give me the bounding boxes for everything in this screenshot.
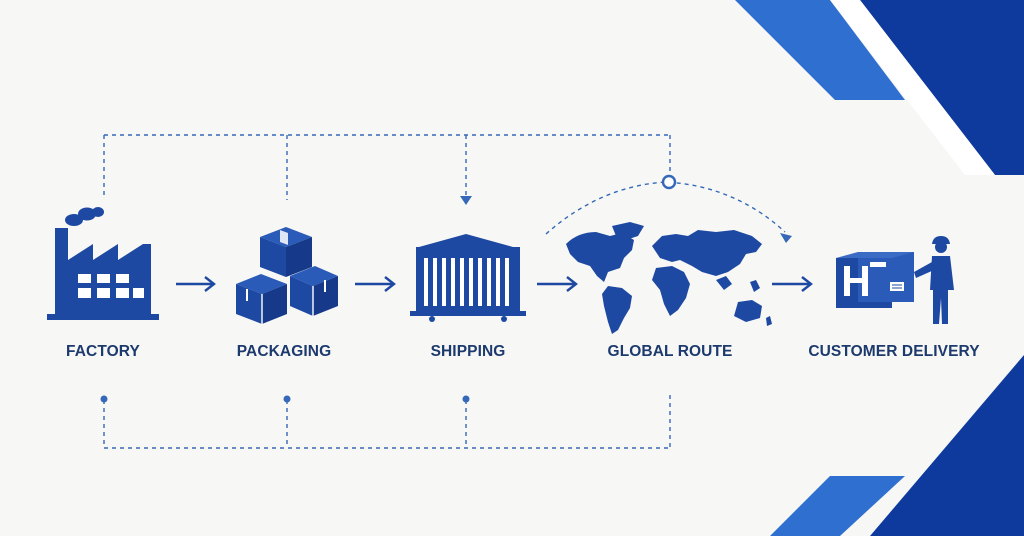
delivery-person xyxy=(914,236,954,324)
top-connector-lines xyxy=(103,134,786,235)
arrow-right-icon xyxy=(772,276,813,292)
delivery-person-icon xyxy=(836,236,954,324)
step-label-shipping: SHIPPING xyxy=(430,343,506,360)
box-left xyxy=(236,274,287,324)
delivery-box xyxy=(836,252,914,308)
route-arc-arrowhead xyxy=(780,233,792,243)
step-label-factory: FACTORY xyxy=(66,343,140,360)
boxes-icon xyxy=(236,227,338,324)
arrow-right-icon xyxy=(355,276,396,292)
shipping-container-icon xyxy=(410,234,526,322)
world-map-icon xyxy=(566,222,772,334)
step-label-customer-delivery: CUSTOMER DELIVERY xyxy=(808,343,980,360)
step-label-packaging: PACKAGING xyxy=(236,343,332,360)
bottom-connector-lines xyxy=(103,395,671,449)
factory-icon xyxy=(47,207,159,320)
box-right xyxy=(290,266,338,316)
bottom-node-dot xyxy=(100,395,108,403)
route-node-dot xyxy=(661,174,677,190)
bottom-node-dot xyxy=(462,395,470,403)
arrow-right-icon xyxy=(176,276,216,292)
top-connector-arrowhead xyxy=(460,196,472,205)
box-top xyxy=(260,227,312,277)
bottom-node-dot xyxy=(283,395,291,403)
arrow-right-icon xyxy=(537,276,578,292)
step-label-global-route: GLOBAL ROUTE xyxy=(607,343,733,360)
flow-arrows xyxy=(176,276,813,292)
decorative-corner-top xyxy=(735,0,1024,175)
decorative-corner-bottom xyxy=(770,355,1024,536)
